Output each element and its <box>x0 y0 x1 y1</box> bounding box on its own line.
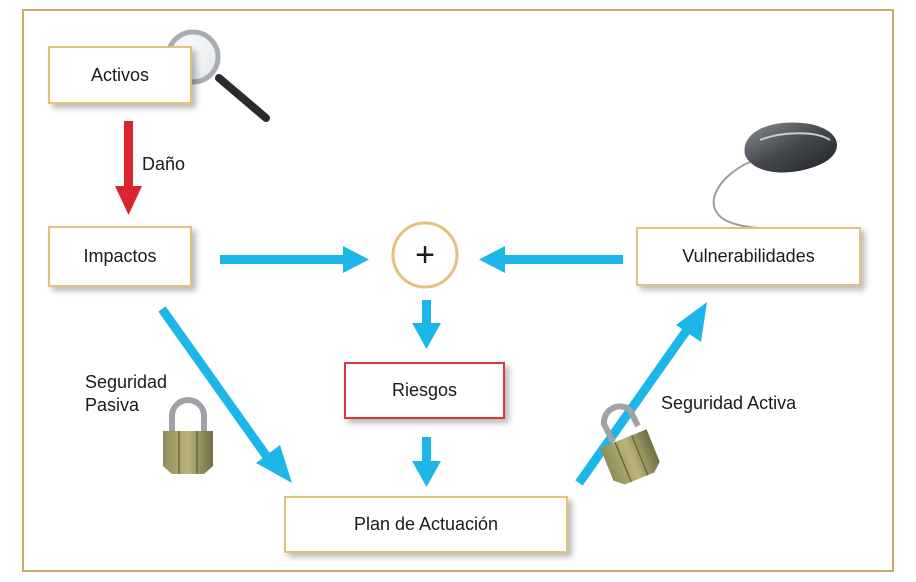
activos-label: Activos <box>90 64 150 85</box>
plus-circle <box>391 221 459 289</box>
seguridad-pasiva-label-line1: Seguridad <box>85 372 168 392</box>
padlock-closed-icon <box>163 397 213 474</box>
plus-symbol: + <box>415 236 435 274</box>
seguridad-pasiva-label-line2: Pasiva <box>85 395 140 415</box>
seguridad-pasiva-arrow <box>158 306 292 483</box>
seguridad-activa-arrow <box>575 302 707 486</box>
impactos-to-plus-arrow <box>220 246 369 273</box>
diagram-frame <box>22 9 894 572</box>
dano-label: Daño <box>142 154 186 174</box>
plus-to-riesgos-arrow <box>412 300 441 349</box>
riesgos-label: Riesgos <box>391 380 458 400</box>
computer-mouse-icon <box>712 122 861 237</box>
seguridad-activa-label: Seguridad Activa <box>661 393 797 413</box>
padlock-open-icon <box>600 403 660 485</box>
vulnerabilidades-to-plus-arrow <box>479 246 623 273</box>
plan-box: Plan de Actuación <box>284 496 568 553</box>
impactos-label: Impactos <box>83 246 157 266</box>
magnifier-icon <box>165 29 270 122</box>
riesgos-box: Riesgos <box>344 362 505 419</box>
vulnerabilidades-label: Vulnerabilidades <box>682 246 815 266</box>
dano-arrow <box>115 121 142 215</box>
activos-box: Activos <box>48 46 192 104</box>
vulnerabilidades-box: Vulnerabilidades <box>636 227 861 286</box>
plan-label: Plan de Actuación <box>353 514 499 534</box>
impactos-box: Impactos <box>48 226 192 287</box>
riesgos-to-plan-arrow <box>412 437 441 487</box>
